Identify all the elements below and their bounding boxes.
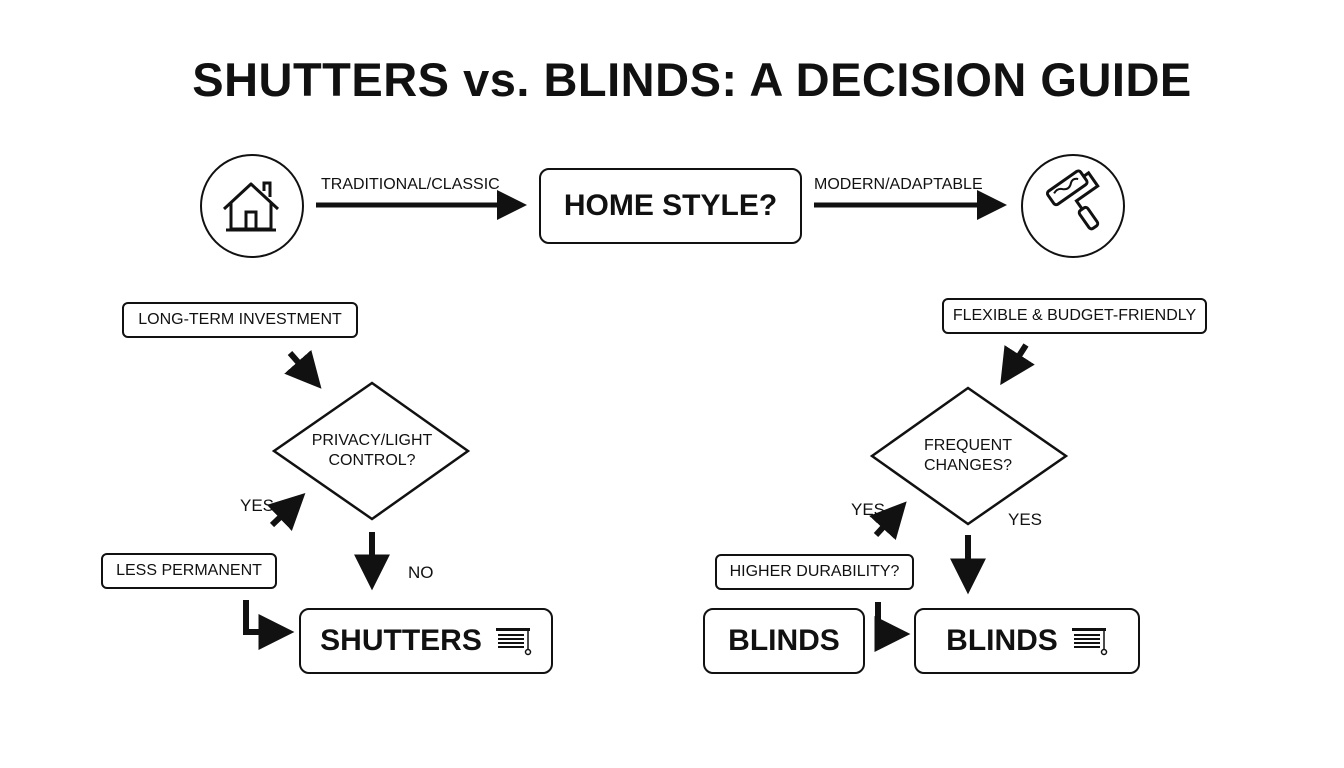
privacy-decision-diamond <box>271 381 471 521</box>
privacy-diamond-text: PRIVACY/LIGHT CONTROL? <box>292 431 452 471</box>
window-blind-icon <box>1071 628 1108 656</box>
home-style-box: HOME STYLE? <box>539 168 802 244</box>
long-term-investment-box: LONG-TERM INVESTMENT <box>122 302 358 338</box>
frequent-changes-diamond <box>869 386 1069 526</box>
frequent-diamond-line2: CHANGES? <box>923 457 1013 474</box>
higher-durability-box: HIGHER DURABILITY? <box>715 554 914 590</box>
privacy-diamond-line2: CONTROL? <box>328 452 416 469</box>
privacy-diamond-line1: PRIVACY/LIGHT <box>311 432 433 449</box>
blinds-alt-box: BLINDS <box>703 608 865 674</box>
paint-roller-icon <box>1045 169 1100 231</box>
frequent-diamond-text: FREQUENT CHANGES? <box>888 436 1048 476</box>
less-permanent-box: LESS PERMANENT <box>101 553 277 589</box>
home-circle <box>200 154 304 258</box>
right-yes-label-right: YES <box>1008 510 1043 529</box>
flexible-budget-box: FLEXIBLE & BUDGET-FRIENDLY <box>942 298 1207 334</box>
modern-label: MODERN/ADAPTABLE <box>814 176 983 193</box>
traditional-label: TRADITIONAL/CLASSIC <box>321 176 500 193</box>
left-no-label: NO <box>408 563 434 582</box>
right-yes-label-left: YES <box>851 500 886 519</box>
page-title: SHUTTERS vs. BLINDS: A DECISION GUIDE <box>192 53 1192 106</box>
blinds-label: BLINDS <box>946 624 1058 657</box>
arrow-yes-to-diamond <box>266 493 306 531</box>
arrow-flexible-to-diamond <box>1000 343 1035 386</box>
house-icon <box>222 181 280 232</box>
shutters-result-box: SHUTTERS <box>299 608 553 674</box>
left-yes-label: YES <box>240 496 275 515</box>
arrow-yes-to-freq-diamond <box>869 501 907 541</box>
arrow-less-permanent-to-shutters <box>243 600 295 650</box>
arrow-investment-to-diamond <box>284 349 322 389</box>
window-blind-icon <box>495 628 532 656</box>
roller-circle <box>1021 154 1125 258</box>
arrow-durability-to-blinds <box>874 602 911 652</box>
frequent-diamond-line1: FREQUENT <box>924 437 1012 454</box>
blinds-result-box: BLINDS <box>914 608 1140 674</box>
shutters-label: SHUTTERS <box>320 624 482 657</box>
